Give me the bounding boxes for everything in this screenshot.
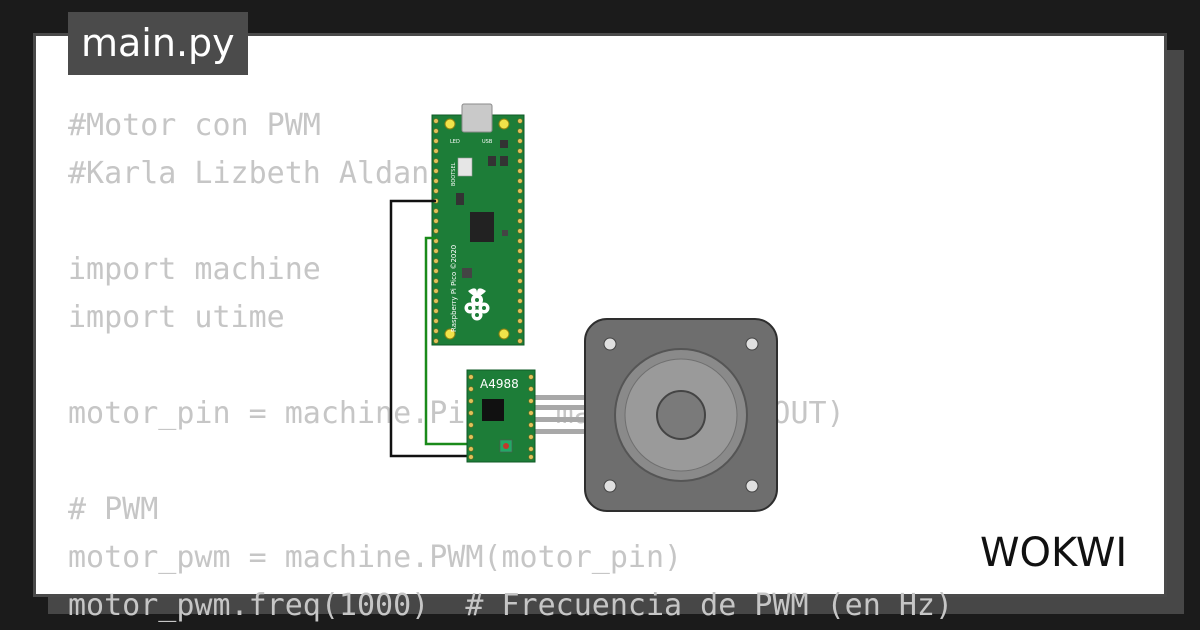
stepper-motor[interactable] bbox=[584, 318, 778, 512]
code-line: #Karla Lizbeth Aldana M bbox=[68, 156, 484, 191]
board-name-label: Raspberry Pi Pico ©2020 bbox=[450, 245, 458, 332]
pico-board[interactable]: LED USB BOOTSEL Raspberry Pi Pico ©2020 bbox=[431, 103, 525, 346]
ground-wire[interactable] bbox=[389, 199, 470, 458]
driver-label: A4988 bbox=[480, 377, 519, 391]
code-line: motor_pwm = machine.PWM(motor_pin) bbox=[68, 540, 683, 575]
a4988-driver[interactable]: A4988 bbox=[466, 369, 536, 463]
pico-left-pins bbox=[433, 118, 439, 344]
pico-right-pins bbox=[517, 118, 523, 344]
wokwi-logo: WOKWI bbox=[980, 530, 1127, 576]
bootsel-label: BOOTSEL bbox=[451, 162, 457, 186]
file-tab[interactable]: main.py bbox=[68, 12, 248, 75]
code-line: import machine bbox=[68, 252, 321, 287]
motor-leads bbox=[530, 395, 590, 434]
file-tab-label: main.py bbox=[81, 21, 235, 65]
driver-chip bbox=[482, 399, 504, 421]
code-line: import utime bbox=[68, 300, 285, 335]
wokwi-logo-text: WOKWI bbox=[980, 530, 1127, 576]
led-label: LED bbox=[450, 139, 460, 145]
motor-shaft bbox=[656, 390, 706, 440]
code-line: # PWM bbox=[68, 492, 159, 527]
preview-card: #Motor con PWM #Karla Lizbeth Aldana M imp… bbox=[33, 33, 1167, 623]
signal-wire[interactable] bbox=[424, 236, 470, 446]
code-line: #Motor con PWM bbox=[68, 108, 321, 143]
usb-port bbox=[461, 103, 493, 133]
code-line: motor_pwm.freq(1000) # Frecuencia de PWM… bbox=[68, 588, 954, 623]
usb-label: USB bbox=[482, 139, 493, 145]
pico-chip bbox=[470, 212, 494, 242]
